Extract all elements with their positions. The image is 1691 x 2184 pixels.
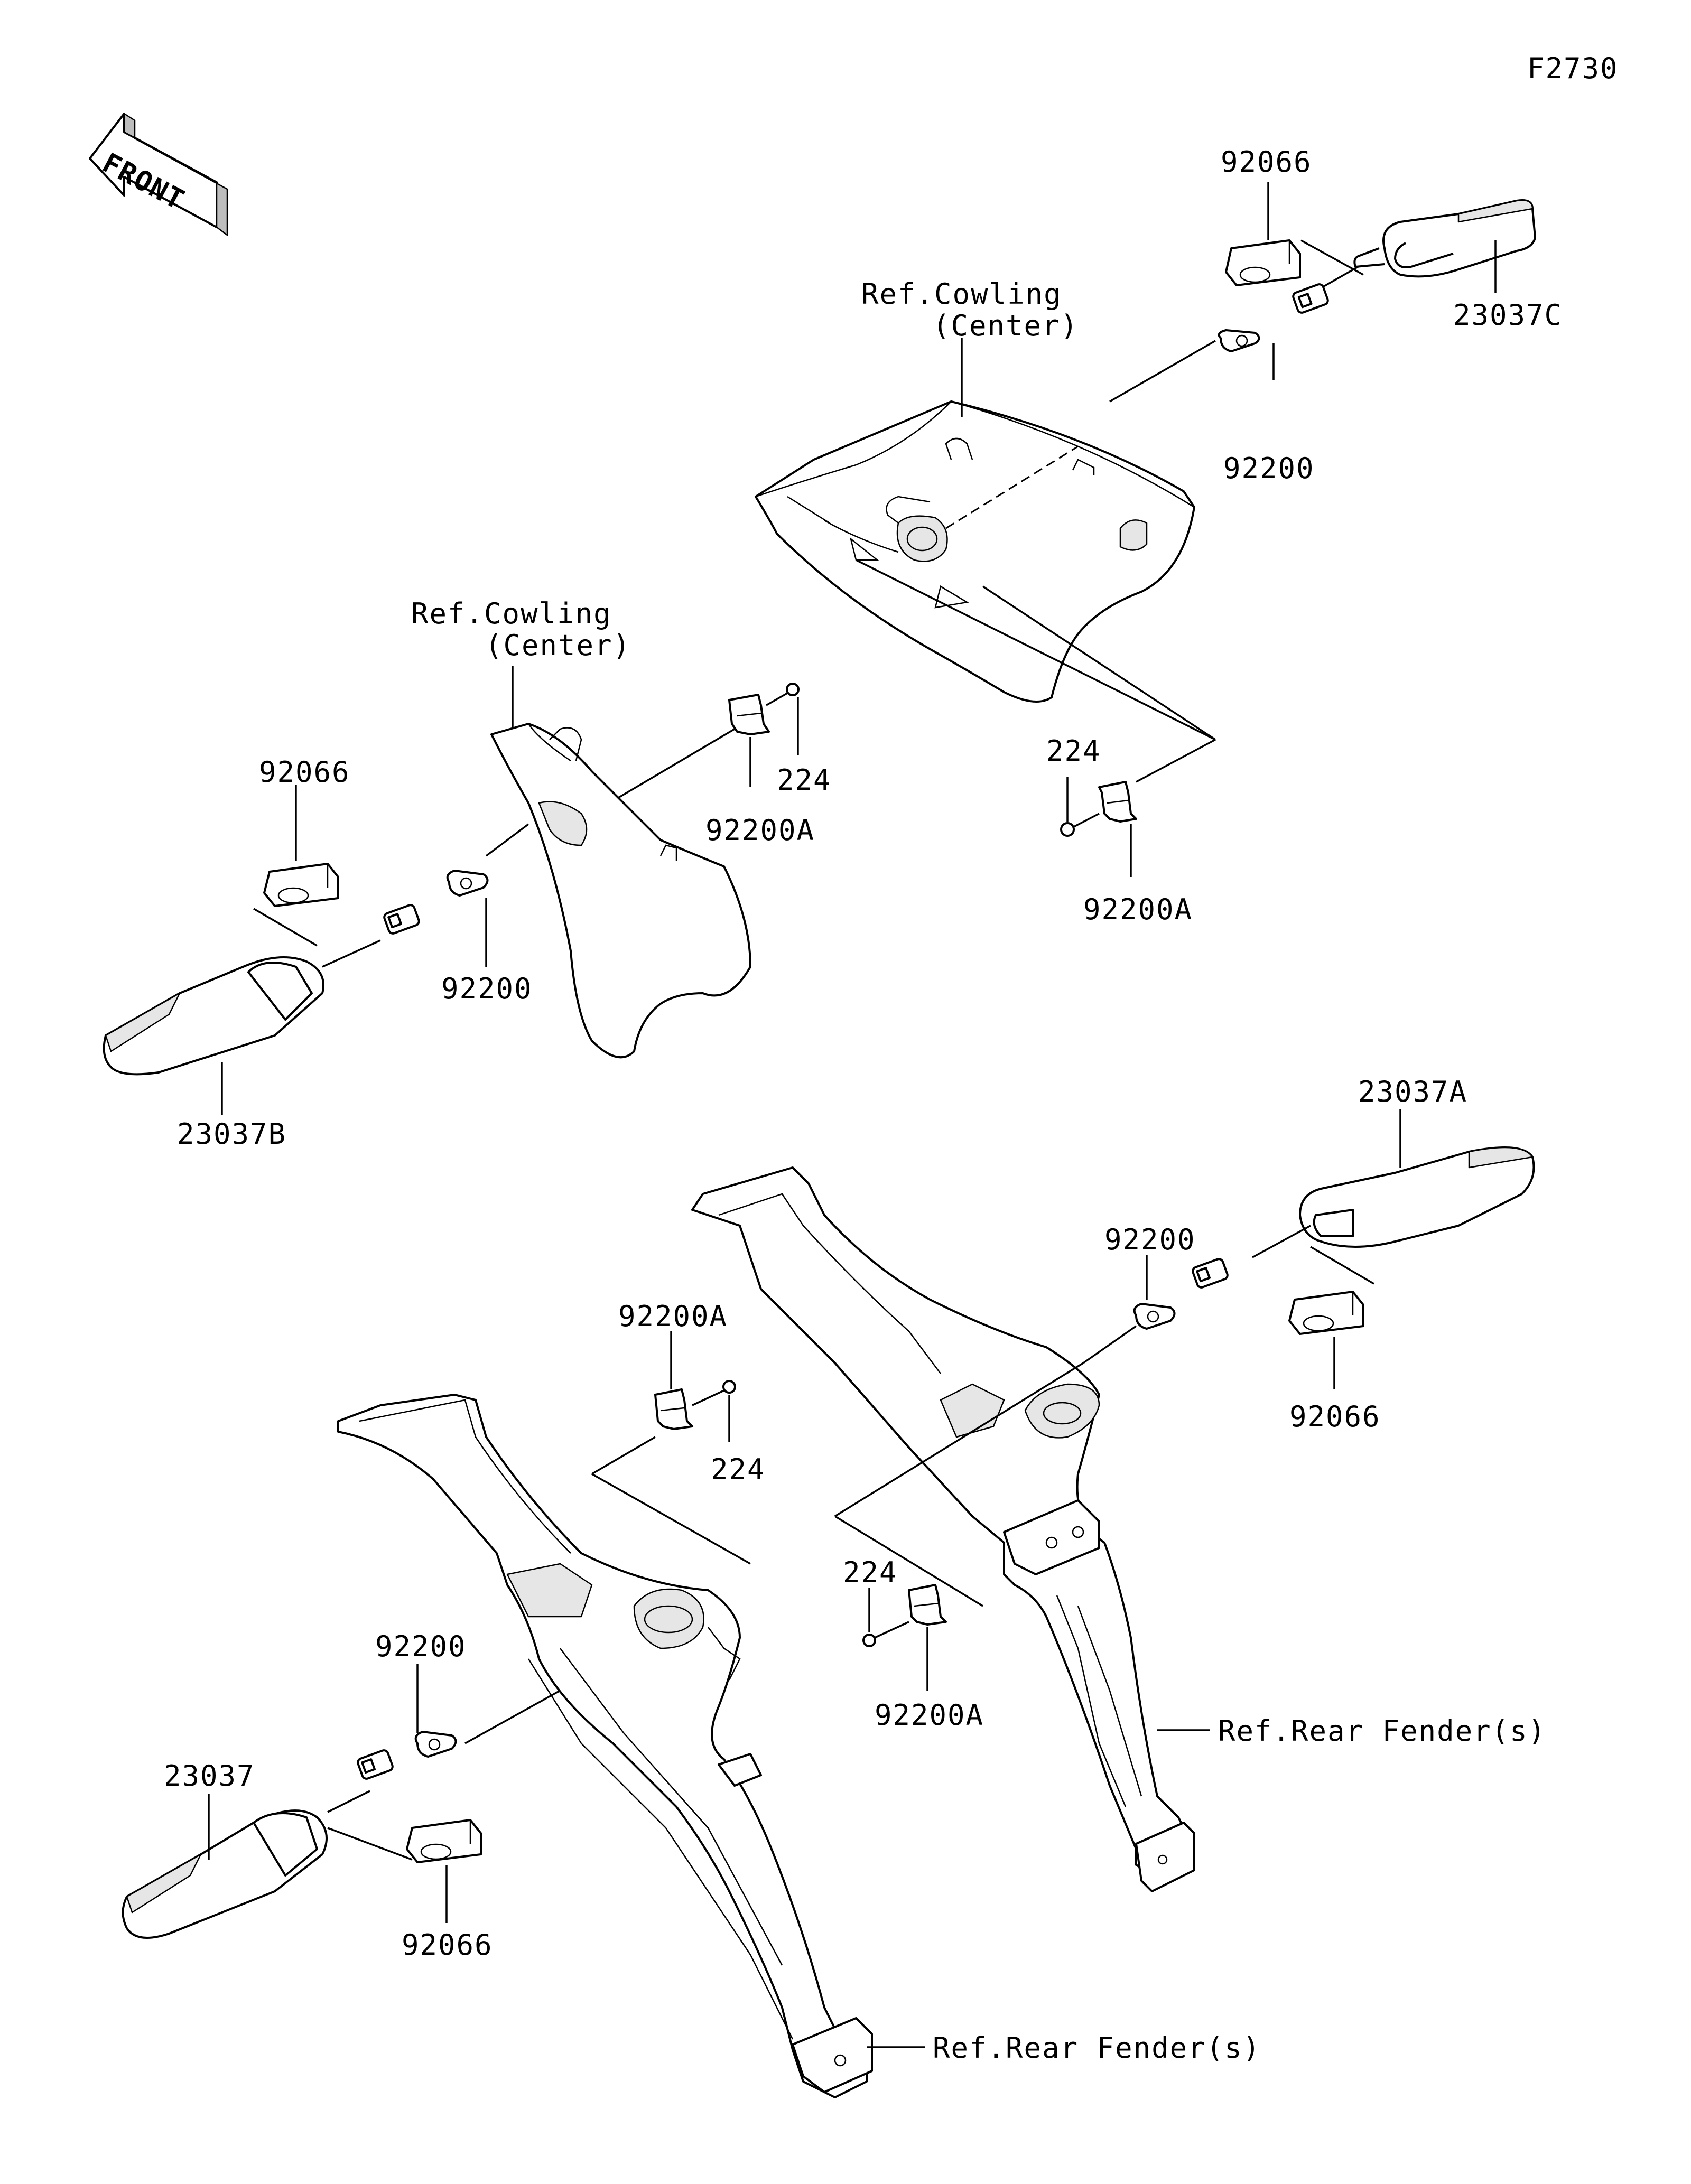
label-92200A-top-center: 92200A: [1083, 893, 1193, 926]
turn-signal-23037B: [103, 904, 420, 1076]
label-92200A-lower-center: 92200A: [875, 1698, 984, 1732]
screw-224-top-center: [1060, 813, 1100, 837]
front-direction-arrow-icon: FRONT: [89, 113, 228, 236]
label-92200-top-right: 92200: [1223, 452, 1315, 485]
socket-92066-left: [263, 863, 339, 907]
label-23037A: 23037A: [1358, 1075, 1467, 1108]
label-92066-top-right: 92066: [1221, 145, 1312, 179]
screw-224-left: [766, 683, 800, 706]
rear-fender-right: [691, 1166, 1195, 1892]
label-224-left: 224: [777, 763, 832, 797]
label-ref-cowling-left-1: Ref.Cowling: [411, 597, 612, 630]
label-224-lower-center: 224: [843, 1556, 898, 1589]
rear-fender-left: [337, 1394, 873, 2098]
cowling-center-top: [755, 400, 1195, 703]
label-92200-left: 92200: [441, 972, 533, 1005]
screw-224-center: [692, 1380, 736, 1406]
label-23037: 23037: [164, 1759, 255, 1793]
label-92066-lower-left: 92066: [402, 1928, 493, 1962]
label-ref-cowling-left-2: (Center): [485, 629, 631, 662]
label-92066-left: 92066: [259, 755, 350, 789]
washer-92200-lower-left: [414, 1731, 457, 1758]
label-92200-lower-left: 92200: [375, 1630, 467, 1663]
label-ref-cowling-top-1: Ref.Cowling: [861, 277, 1062, 311]
bracket-92200A-top-center: [1098, 781, 1137, 823]
bracket-92200A-lower-center: [908, 1584, 947, 1626]
socket-92066-right: [1288, 1291, 1364, 1335]
cowling-center-left: [490, 723, 751, 1059]
label-224-top-center: 224: [1046, 734, 1101, 768]
label-ref-rear-fender-right: Ref.Rear Fender(s): [1218, 1714, 1546, 1748]
label-ref-cowling-top-2: (Center): [933, 309, 1079, 342]
diagram-code: F2730: [1527, 52, 1619, 85]
washer-92200-left: [446, 870, 489, 897]
bracket-92200A-left: [728, 694, 770, 735]
label-92200A-center: 92200A: [618, 1300, 728, 1333]
label-92200-right: 92200: [1104, 1223, 1196, 1256]
label-224-center: 224: [711, 1453, 766, 1486]
turn-signal-23037C: [1292, 199, 1536, 314]
washer-92200-right: [1133, 1303, 1176, 1330]
turn-signal-23037: [122, 1749, 394, 1939]
label-23037B: 23037B: [177, 1117, 286, 1151]
label-92066-right: 92066: [1289, 1400, 1381, 1433]
label-23037C: 23037C: [1453, 298, 1563, 332]
socket-92066-top-right: [1225, 239, 1301, 286]
label-92200A-left: 92200A: [705, 814, 815, 847]
socket-92066-lower-left: [406, 1819, 482, 1863]
bracket-92200A-center: [654, 1388, 693, 1430]
turn-signal-23037A: [1192, 1146, 1535, 1289]
label-ref-rear-fender-bottom: Ref.Rear Fender(s): [933, 2031, 1261, 2065]
screw-224-lower-center: [862, 1621, 909, 1647]
washer-92200-top-right: [1218, 329, 1260, 352]
